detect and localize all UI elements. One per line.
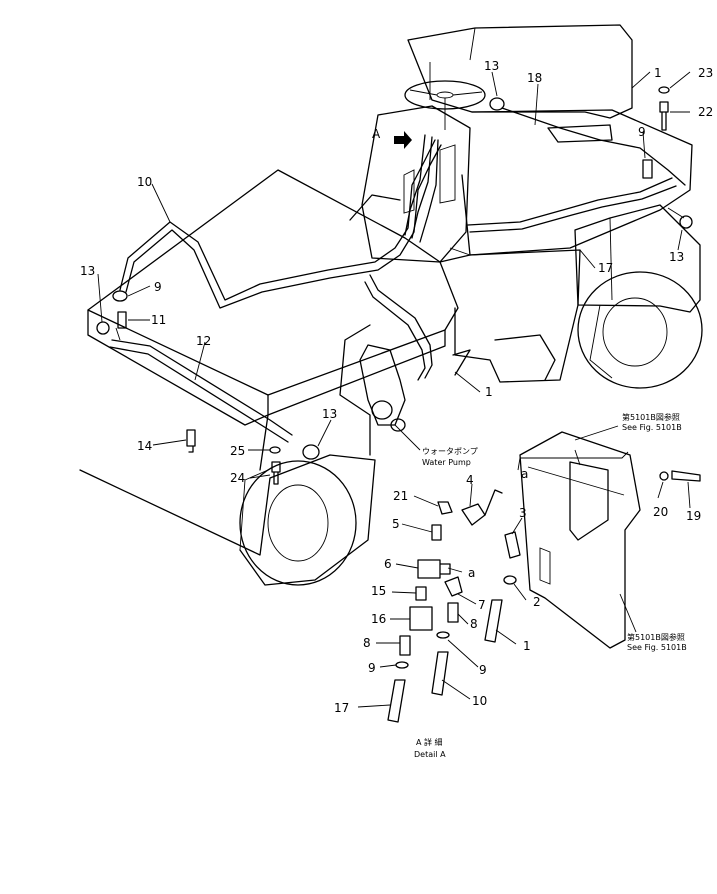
callout-18: 18 [527, 71, 542, 85]
callout-7: 7 [478, 598, 486, 612]
callout-21: 21 [393, 489, 408, 503]
hose-lines [109, 107, 686, 443]
callout-9-detail-left: 9 [368, 661, 376, 675]
detail-a-arrow [394, 131, 412, 149]
callout-labels: A 13 18 1 23 22 9 13 17 10 13 9 11 12 1 … [80, 59, 713, 759]
callout-13-mid: 13 [322, 407, 337, 421]
detail-a-caption-jp: A 詳 細 [416, 737, 443, 747]
callout-9-left: 9 [154, 280, 162, 294]
callout-4: 4 [466, 473, 474, 487]
callout-15: 15 [371, 584, 386, 598]
callout-10-top: 10 [137, 175, 152, 189]
callout-23: 23 [698, 66, 713, 80]
detail-a [387, 431, 701, 723]
callout-9-top: 9 [638, 125, 646, 139]
callout-3: 3 [519, 506, 527, 520]
fittings [96, 86, 693, 485]
see-fig-top-jp: 第5101B図参照 [622, 412, 680, 422]
callout-17-bot: 17 [334, 701, 349, 715]
leader-lines [97, 71, 691, 708]
callout-8-left: 8 [363, 636, 371, 650]
callout-20: 20 [653, 505, 668, 519]
callout-17-top: 17 [598, 261, 613, 275]
callout-22: 22 [698, 105, 713, 119]
see-fig-bot-en: See Fig. 5101B [627, 643, 687, 652]
callout-6: 6 [384, 557, 392, 571]
roller-machine-body [79, 24, 703, 586]
callout-12: 12 [196, 334, 211, 348]
callout-10-bot: 10 [472, 694, 487, 708]
water-pump-label-jp: ウォータポンプ [422, 447, 478, 456]
callout-14: 14 [137, 439, 152, 453]
callout-13-right: 13 [669, 250, 684, 264]
see-fig-bot-jp: 第5101B図参照 [627, 632, 685, 642]
callout-2: 2 [533, 595, 541, 609]
callout-11: 11 [151, 313, 166, 327]
callout-8-right: 8 [470, 617, 478, 631]
detail-marker-a: A [372, 127, 381, 141]
water-pump-label-en: Water Pump [422, 458, 471, 467]
callout-24: 24 [230, 471, 245, 485]
callout-9-detail-right: 9 [479, 663, 487, 677]
callout-1-detail: 1 [523, 639, 531, 653]
callout-1-mid: 1 [485, 385, 493, 399]
callout-1-top: 1 [654, 66, 662, 80]
callout-13-top: 13 [484, 59, 499, 73]
callout-a-top: a [521, 467, 528, 481]
detail-a-caption-en: Detail A [414, 750, 446, 759]
callout-a-mid: a [468, 566, 475, 580]
callout-5: 5 [392, 517, 400, 531]
callout-19: 19 [686, 509, 701, 523]
callout-13-left: 13 [80, 264, 95, 278]
callout-16: 16 [371, 612, 386, 626]
see-fig-top-en: See Fig. 5101B [622, 423, 682, 432]
callout-25: 25 [230, 444, 245, 458]
